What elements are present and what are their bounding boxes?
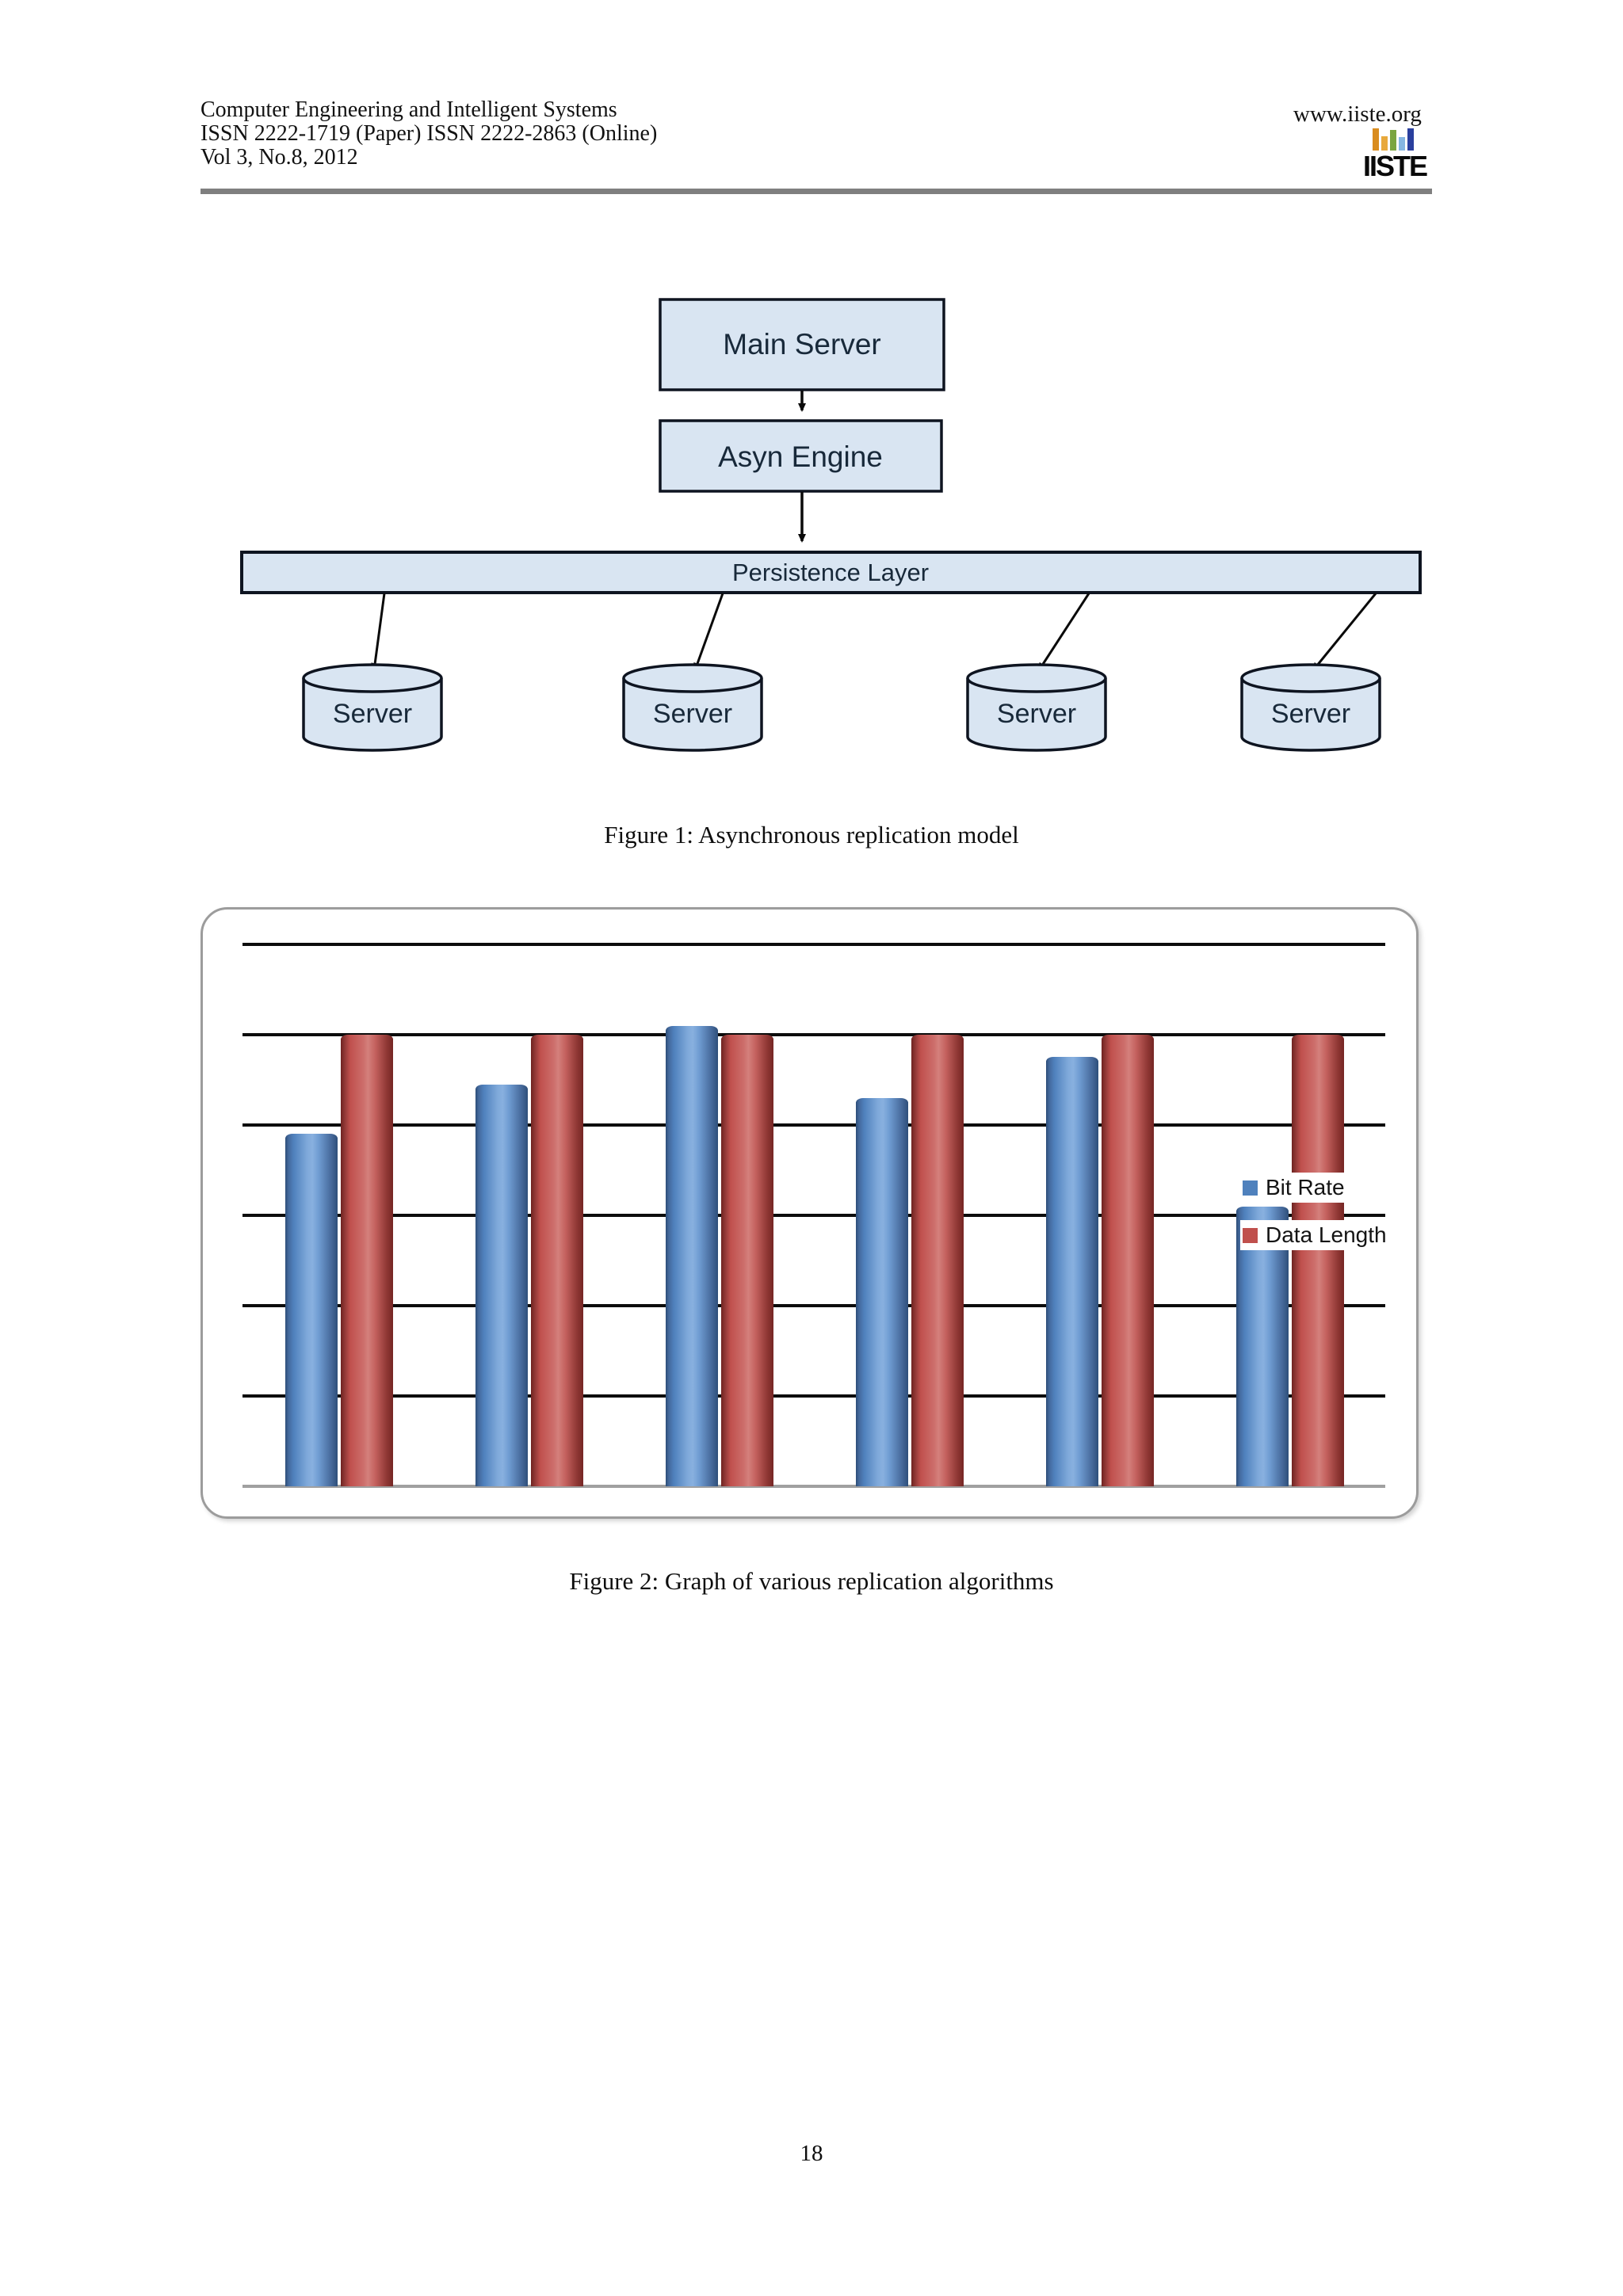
chart-gridline [242, 1394, 1385, 1398]
logo-bar-icon [1381, 136, 1388, 151]
figure1-diagram: Main Server Asyn Engine Persistence Laye… [240, 298, 1422, 752]
bar-data-length-4 [911, 1035, 964, 1486]
arrow-persistence-to-server-2 [693, 593, 724, 672]
asyn-engine-box [659, 419, 943, 493]
bar-data-length-5 [1102, 1035, 1154, 1486]
server-label-4: Server [1271, 699, 1350, 729]
chart-legend: Bit Rate Data Length [1240, 1173, 1393, 1250]
chart-gridline [242, 943, 1385, 946]
bar-bit-rate-5 [1046, 1057, 1098, 1486]
bar-bit-rate-3 [666, 1026, 718, 1486]
figure2-caption: Figure 2: Graph of various replication a… [569, 1567, 1054, 1595]
main-server-label: Main Server [723, 328, 880, 360]
arrow-persistence-to-server-1 [371, 593, 386, 672]
journal-header-info: Computer Engineering and Intelligent Sys… [200, 98, 657, 170]
database-icon [1240, 663, 1381, 693]
header-divider [200, 189, 1432, 194]
bar-bit-rate-4 [856, 1098, 908, 1486]
server-cylinder-2: Server [622, 663, 763, 752]
server-cylinder-3: Server [966, 663, 1107, 752]
bar-data-length-1 [341, 1035, 393, 1486]
logo-bar-icon [1407, 128, 1414, 151]
legend-item-bit-rate: Bit Rate [1240, 1173, 1393, 1203]
persistence-layer-label: Persistence Layer [732, 559, 929, 586]
server-label-2: Server [653, 699, 732, 729]
bar-bit-rate-2 [475, 1085, 528, 1486]
logo-bar-icon [1390, 130, 1396, 151]
persistence-layer-box [240, 551, 1422, 594]
chart-gridline [242, 1214, 1385, 1217]
chart-gridline [242, 1033, 1385, 1036]
logo-bar-icon [1373, 128, 1379, 151]
figure2-chart: Bit Rate Data Length [200, 907, 1419, 1519]
database-icon [622, 663, 763, 693]
bar-data-length-2 [531, 1035, 583, 1486]
arrow-persistence-to-server-3 [1037, 593, 1090, 672]
asyn-engine-label: Asyn Engine [718, 441, 883, 473]
bar-data-length-6 [1292, 1035, 1344, 1486]
server-cylinder-1: Server [302, 663, 443, 752]
database-icon [302, 663, 443, 693]
data-length-swatch-icon [1243, 1227, 1258, 1243]
iiste-logo-text: IISTE [1363, 150, 1428, 182]
chart-gridline [242, 1304, 1385, 1307]
logo-bar-icon [1399, 137, 1405, 151]
bit-rate-swatch-icon [1243, 1180, 1258, 1196]
legend-label-data-length: Data Length [1266, 1222, 1387, 1247]
page-number: 18 [800, 2141, 823, 2166]
journal-website-link[interactable]: www.iiste.org [1293, 101, 1422, 127]
legend-label-bit-rate: Bit Rate [1266, 1175, 1345, 1199]
journal-issn: ISSN 2222-1719 (Paper) ISSN 2222-2863 (O… [200, 121, 658, 146]
bar-bit-rate-1 [285, 1134, 338, 1486]
server-label-3: Server [997, 699, 1076, 729]
database-icon [966, 663, 1107, 693]
chart-baseline [242, 1485, 1385, 1488]
journal-title: Computer Engineering and Intelligent Sys… [200, 97, 617, 122]
main-server-box [659, 298, 945, 391]
server-label-1: Server [333, 699, 412, 729]
chart-gridline [242, 1123, 1385, 1127]
bar-data-length-3 [721, 1035, 773, 1486]
arrow-persistence-to-server-4 [1312, 593, 1377, 672]
legend-item-data-length: Data Length [1240, 1220, 1393, 1250]
figure1-caption: Figure 1: Asynchronous replication model [604, 821, 1019, 849]
server-cylinder-4: Server [1240, 663, 1381, 752]
chart-plot-area [242, 943, 1385, 1488]
bar-bit-rate-6 [1236, 1207, 1289, 1486]
iiste-logo-bars-icon [1363, 125, 1423, 151]
iiste-logo: IISTE [1363, 125, 1428, 192]
journal-volume: Vol 3, No.8, 2012 [200, 145, 358, 170]
